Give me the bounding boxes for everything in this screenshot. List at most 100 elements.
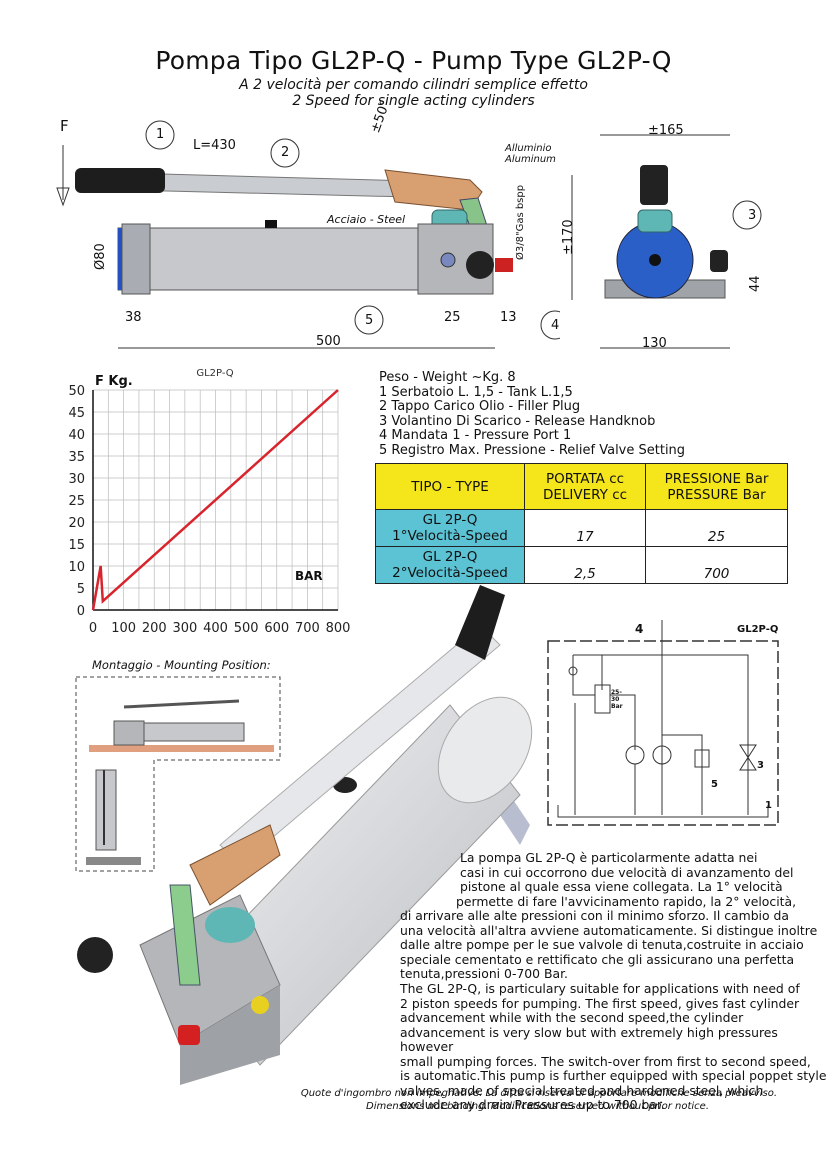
row-pressure: 700 [645, 546, 788, 584]
y-tick-label: 10 [68, 560, 85, 575]
callout-4: 4 [551, 318, 560, 333]
x-tick-label: 400 [203, 621, 228, 636]
callout-2: 2 [281, 145, 290, 160]
row-delivery: 17 [524, 509, 646, 547]
x-axis-label: BAR [295, 569, 323, 583]
y-tick-label: 5 [77, 582, 85, 597]
row-pressure: 25 [645, 509, 788, 547]
desc-line: una velocità all'altra avviene automatic… [400, 922, 818, 938]
subtitle-english: 2 Speed for single acting cylinders [292, 93, 535, 109]
desc-line: is automatic.This pump is further equipp… [400, 1068, 827, 1083]
desc-line: advancement is very slow but with extrem… [400, 1024, 778, 1054]
spec-item: 3 Volantino Di Scarico - Release Handkno… [379, 413, 656, 429]
row-delivery: 2,5 [524, 546, 646, 584]
port-thread-label: Ø3/8"Gas bspp [515, 184, 526, 260]
dim-500: 500 [316, 334, 341, 349]
side-view-drawing [56, 120, 560, 349]
description-english: The GL 2P-Q, is particulary suitable for… [400, 981, 827, 1113]
schematic-label-5: 5 [711, 779, 718, 790]
mounting-label: Montaggio - Mounting Position: [92, 658, 271, 672]
dim-44: 44 [748, 275, 763, 292]
desc-line: 2 piston speeds for pumping. The first s… [400, 995, 800, 1011]
footer-disclaimer-it: Quote d'ingombro non impegnative. La dit… [300, 1088, 777, 1099]
desc-line: advancement while with the second speed,… [400, 1010, 744, 1025]
aluminium-en: Aluminum [505, 154, 556, 165]
desc-line: The GL 2P-Q, is particulary suitable for… [400, 981, 800, 996]
pump-3d-render [77, 585, 533, 1085]
desc-line: di arrivare alle alte pressioni con il m… [400, 908, 789, 923]
desc-line: La pompa GL 2P-Q è particolarmente adatt… [460, 850, 758, 865]
callout-1: 1 [156, 127, 165, 142]
steel-label: Acciaio - Steel [327, 213, 406, 226]
x-tick-label: 500 [234, 621, 259, 636]
spec-list: Peso - Weight ~Kg. 8 1 Serbatoio L. 1,5 … [379, 370, 686, 459]
dim-38: 38 [125, 310, 142, 325]
front-view-drawing [571, 134, 762, 349]
header-type: TIPO - TYPE [375, 463, 525, 510]
x-tick-label: 100 [111, 621, 136, 636]
x-tick-label: 600 [264, 621, 289, 636]
schematic-title: GL2P-Q [737, 624, 779, 635]
row-speed: 2°Velocità-Speed [392, 565, 508, 581]
footer-disclaimer-en: Dimensions not binding. Modifications re… [366, 1101, 709, 1112]
force-label: F [60, 117, 69, 135]
hydraulic-schematic [547, 620, 779, 826]
front-height-dim: ±170 [561, 219, 576, 255]
page-title: Pompa Tipo GL2P-Q - Pump Type GL2P-Q [155, 46, 672, 75]
y-tick-label: 50 [68, 384, 85, 399]
x-tick-label: 700 [295, 621, 320, 636]
x-tick-label: 800 [326, 621, 351, 636]
spec-item: 5 Registro Max. Pressione - Relief Valve… [379, 442, 686, 458]
schematic-valve-setting: 25-30 Bar [611, 689, 623, 710]
y-tick-label: 35 [68, 450, 85, 465]
row-model: GL 2P-Q [422, 512, 478, 528]
dim-13: 13 [500, 310, 517, 325]
y-tick-label: 0 [77, 604, 85, 619]
spec-item: Peso - Weight ~Kg. 8 [379, 370, 516, 385]
header-delivery-it: PORTATA cc [545, 470, 625, 487]
y-tick-label: 25 [68, 494, 85, 509]
chart-title: GL2P-Q [196, 368, 233, 379]
desc-line: small pumping forces. The switch-over fr… [400, 1053, 811, 1069]
desc-line: dalle altre pompe per le sue valvole di … [400, 937, 804, 952]
subtitle-italian: A 2 velocità per comando cilindri sempli… [239, 77, 588, 93]
callout-5: 5 [365, 313, 374, 328]
desc-line: exclude any drain.Pressures up to 700 ba… [400, 1097, 665, 1112]
x-tick-label: 200 [142, 621, 167, 636]
x-tick-label: 0 [89, 621, 97, 636]
front-width-dim: ±165 [648, 123, 684, 138]
y-tick-label: 20 [68, 516, 85, 531]
schematic-label-3: 3 [757, 760, 764, 771]
desc-line: permette di fare l'avvicinamento rapido,… [456, 893, 797, 909]
dim-130: 130 [642, 336, 667, 351]
y-tick-label: 40 [68, 428, 85, 443]
header-pressure-it: PRESSIONE Bar [664, 470, 769, 487]
row-model: GL 2P-Q [422, 549, 478, 565]
desc-line: valves, made of special treated and hard… [400, 1082, 764, 1098]
spec-item: 4 Mandata 1 - Pressure Port 1 [379, 428, 572, 444]
callout-3: 3 [748, 208, 757, 223]
header-pressure-en: PRESSURE Bar [667, 486, 766, 503]
desc-line: speciale cementato e rettificato che gli… [400, 951, 795, 967]
x-tick-label: 300 [172, 621, 197, 636]
desc-line: pistone al quale essa viene collegata. L… [460, 879, 783, 894]
spec-item: 2 Tappo Carico Olio - Filler Plug [379, 399, 581, 415]
dim-25: 25 [444, 310, 461, 325]
header-delivery-en: DELIVERY cc [542, 486, 628, 503]
row-speed: 1°Velocità-Speed [392, 528, 508, 544]
series-line [91, 389, 339, 611]
description-italian: La pompa GL 2P-Q è particolarmente adatt… [400, 850, 818, 982]
aluminium-it: Alluminio [505, 143, 552, 154]
spec-item: 1 Serbatoio L. 1,5 - Tank L.1,5 [379, 384, 573, 400]
y-tick-label: 30 [68, 472, 85, 487]
